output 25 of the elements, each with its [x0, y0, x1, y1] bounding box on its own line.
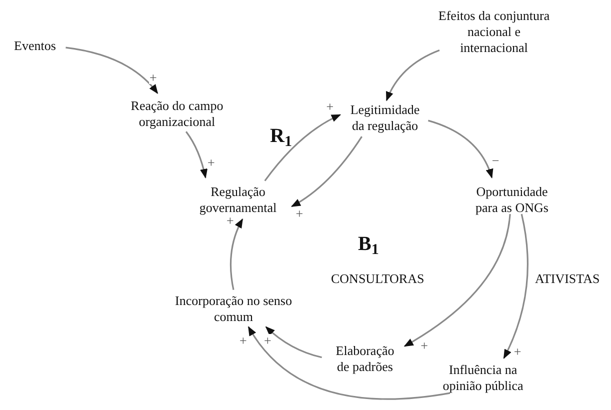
arrow [248, 326, 450, 400]
variable-label: Elaboração de padrões [334, 343, 396, 375]
arrow [404, 214, 511, 347]
arrow [265, 326, 322, 358]
loop-label: R$_{1}$ [270, 126, 292, 146]
branch-label: ATIVISTAS [535, 272, 600, 285]
variable-label: Eventos [13, 38, 57, 54]
variable-label: Oportunidade para as ONGs [474, 184, 550, 216]
arrow [264, 114, 342, 182]
arrow [230, 218, 244, 290]
arrow [386, 50, 440, 102]
loop-label: B$_{1}$ [358, 234, 379, 254]
arrow [290, 136, 362, 208]
arrow [66, 46, 158, 94]
arrow [185, 131, 208, 179]
variable-label: Reação do campo organizacional [130, 98, 224, 130]
arrow [503, 214, 528, 360]
polarity-sign: + [263, 334, 272, 347]
variable-label: Legitimidade da regulação [349, 102, 421, 134]
variable-label: Incorporação no senso comum [174, 293, 293, 325]
variable-label: Influência na opinião pública [442, 362, 524, 394]
arrow [428, 120, 493, 179]
branch-label: CONSULTORAS [331, 272, 424, 285]
variable-label: Regulação governamental [198, 184, 278, 216]
variable-label: Efeitos da conjuntura nacional e internacional [437, 8, 551, 56]
